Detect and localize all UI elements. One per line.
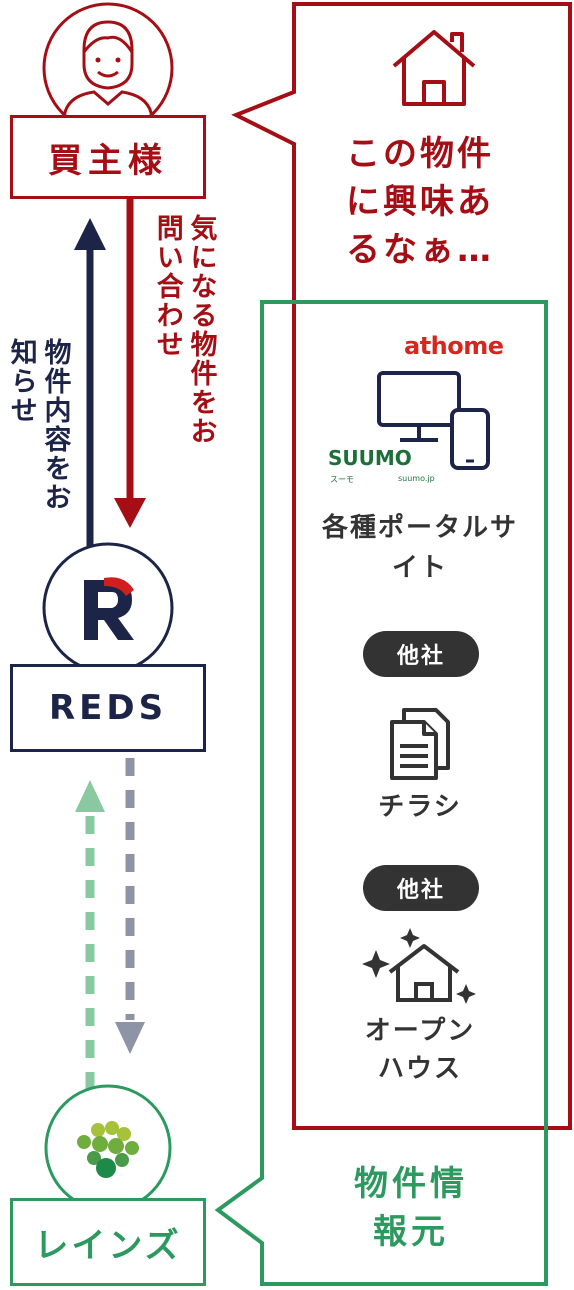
sparkle-house-icon [362, 928, 476, 1004]
other-company-label-2: 他社 [396, 878, 445, 903]
flyer-label: チラシ [378, 792, 462, 822]
portal-label: 各種ポータルサイト [321, 513, 518, 583]
open-house-label: オープンハウス [364, 1016, 476, 1084]
athome-logo: athome [404, 332, 504, 360]
inquiry-label: 気になる物件をお問い合わせ [151, 214, 217, 446]
reds-logo [42, 542, 174, 674]
reins-to-reds-dashed-arrow [75, 780, 105, 1090]
reins-label: レインズ [34, 1225, 182, 1266]
reds-label: REDS [48, 688, 168, 728]
suumo-sub-kana: スーモ [330, 475, 354, 484]
suumo-logo: SUUMO [328, 446, 412, 470]
other-company-badge-1: 他社 [363, 631, 479, 677]
notify-label: 物件内容をお知らせ [5, 338, 71, 512]
reds-box: REDS [10, 664, 206, 752]
source-label: 物件情報元 [354, 1164, 468, 1252]
buyer-speech-bubble [231, 2, 572, 1130]
reins-box: レインズ [10, 1198, 206, 1286]
reds-to-reins-dashed-arrow [115, 758, 145, 1054]
smartphone-icon [450, 408, 490, 470]
house-icon [392, 30, 476, 106]
reins-logo [44, 1084, 172, 1212]
monitor-icon [377, 371, 461, 442]
person-icon [42, 2, 174, 134]
document-icon [390, 708, 450, 780]
buyer-thought-text: この物件に興味あるなぁ… [346, 134, 494, 270]
other-company-badge-2: 他社 [363, 865, 479, 911]
buyer-box: 買主様 [10, 115, 206, 199]
buyer-label: 買主様 [48, 140, 168, 181]
inquiry-arrow [114, 198, 146, 528]
suumo-sub-url: suumo.jp [398, 474, 435, 483]
other-company-label-1: 他社 [396, 644, 445, 669]
notify-arrow [74, 218, 106, 560]
source-speech-bubble [214, 300, 548, 1286]
